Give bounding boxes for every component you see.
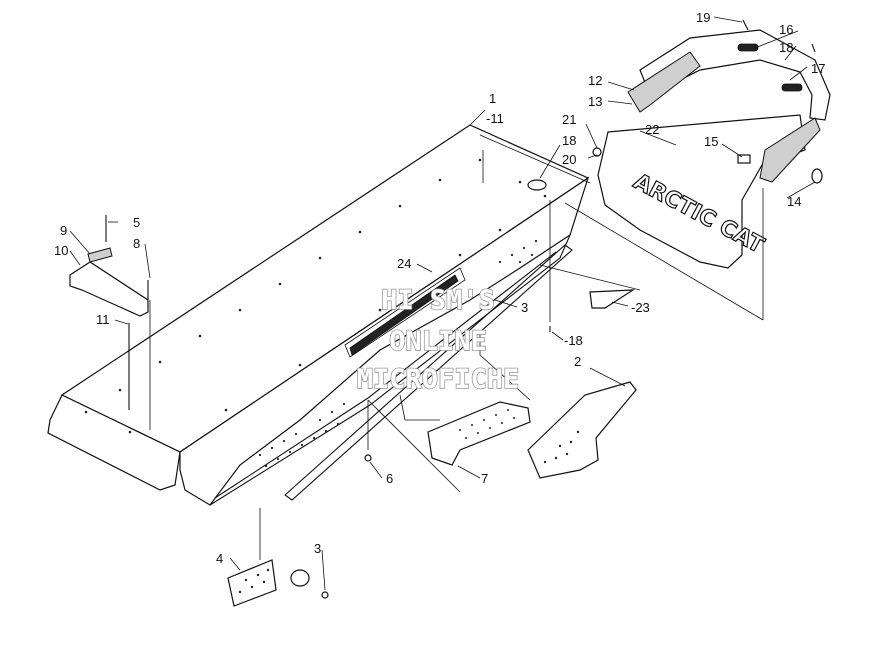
callout-3-mid: 3 [521, 300, 528, 315]
decal-23 [589, 289, 636, 309]
plate-4-holes [238, 568, 270, 594]
callout-10: 10 [54, 243, 68, 258]
bracket-2 [527, 381, 637, 479]
running-board-lip [214, 251, 557, 499]
bolt-19 [742, 19, 749, 31]
screw-3 [321, 591, 329, 599]
deck-rivets [84, 158, 547, 434]
callout-18-lower: -18 [564, 333, 583, 348]
bumper-right-end [759, 117, 821, 183]
callout-13: 13 [588, 94, 602, 109]
footrest-parts [427, 289, 637, 479]
callout-6: 6 [386, 471, 393, 486]
bracket-10 [69, 261, 149, 317]
callout-16: 16 [779, 22, 793, 37]
callout-17: 17 [811, 61, 825, 76]
tunnel-side-panel [179, 176, 590, 506]
callout-18-left: 18 [562, 133, 576, 148]
grommet-3 [290, 569, 310, 587]
callout-7: 7 [481, 471, 488, 486]
tunnel-assembly [47, 124, 591, 506]
cap-14 [811, 168, 823, 184]
screw-6 [364, 454, 372, 462]
bracket-15 [737, 154, 751, 164]
bottom-parts [227, 326, 551, 607]
bracket-2-holes [543, 430, 580, 464]
watermark-line-2: ONLINE [389, 326, 487, 357]
clip-9 [87, 247, 113, 263]
left-parts [69, 215, 149, 410]
callout-5: 5 [133, 215, 140, 230]
running-board-edge [209, 234, 571, 506]
callout-23: -23 [631, 300, 650, 315]
bumper-left-end [627, 51, 701, 113]
callout-18-right: 18 [779, 40, 793, 55]
callout-22: 22 [645, 122, 659, 137]
nut-21 [592, 147, 602, 157]
watermark-line-1: HI SM'S [381, 285, 495, 316]
callout-1: 1 [489, 91, 496, 106]
callout-14: 14 [787, 194, 801, 209]
bumper-slot-2 [781, 83, 803, 92]
callout-4: 4 [216, 551, 223, 566]
bumper-bar [639, 29, 831, 121]
tunnel-front-flap [47, 394, 181, 491]
callout-11-top: -11 [486, 111, 504, 126]
callout-9: 9 [60, 223, 67, 238]
callout-24: 24 [397, 256, 411, 271]
plate-4 [227, 559, 277, 607]
callout-20: 20 [562, 152, 576, 167]
callout-21: 21 [562, 112, 576, 127]
callout-15: 15 [704, 134, 718, 149]
side-slot [344, 267, 466, 358]
side-rail [284, 244, 573, 501]
slot-fill [349, 274, 459, 356]
bumper-slot-1 [737, 43, 759, 52]
deck-ridge [479, 134, 591, 184]
deck-plate [527, 179, 547, 191]
side-perforations [258, 239, 538, 468]
watermark: HI SM'S ONLINE MICROFICHE [356, 284, 520, 396]
callout-labels: 1 -11 18 21 22 20 15 12 13 19 16 18 17 1… [54, 10, 825, 566]
callout-19: 19 [696, 10, 710, 25]
callout-8: 8 [133, 236, 140, 251]
leader-lines [69, 16, 816, 591]
callout-3-bottom: 3 [314, 541, 321, 556]
footrest-7-texture [459, 409, 515, 439]
callout-11-left: 11 [96, 312, 110, 327]
callout-12: 12 [588, 73, 602, 88]
callout-2: 2 [574, 354, 581, 369]
footrest-7 [427, 401, 531, 466]
snow-flap [597, 114, 806, 269]
watermark-line-3: MICROFICHE [357, 364, 520, 395]
bolt-18-top [811, 43, 816, 53]
